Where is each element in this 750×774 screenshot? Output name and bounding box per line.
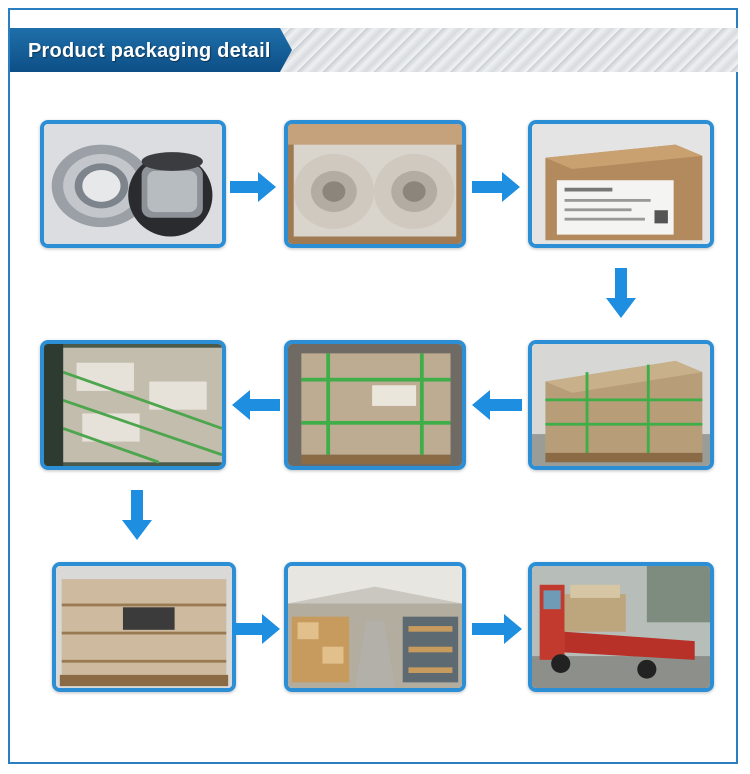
flow-arrow-right-icon bbox=[232, 614, 280, 644]
step-4-strapped-pallet-photo bbox=[40, 340, 226, 470]
step-1-bearing-photo bbox=[40, 120, 226, 248]
step-3-labeled-carton-photo bbox=[528, 120, 714, 248]
step-7-branded-crate-photo bbox=[52, 562, 236, 692]
flow-arrow-down-icon bbox=[606, 268, 636, 318]
flow-arrow-right-icon bbox=[230, 172, 276, 202]
page-frame bbox=[8, 8, 738, 764]
page-title: Product packaging detail bbox=[28, 40, 271, 62]
flow-arrow-left-icon bbox=[472, 390, 522, 420]
step-5-pallet-green-straps-photo bbox=[284, 340, 466, 470]
step-6-wrapped-pallet-photo bbox=[528, 340, 714, 470]
header-tab bbox=[10, 28, 292, 72]
step-9-loaded-truck-photo bbox=[528, 562, 714, 692]
step-8-warehouse-photo bbox=[284, 562, 466, 692]
flow-arrow-right-icon bbox=[472, 172, 520, 202]
flow-arrow-right-icon bbox=[472, 614, 522, 644]
step-2-wrapped-bearings-photo bbox=[284, 120, 466, 248]
flow-arrow-left-icon bbox=[232, 390, 280, 420]
flow-arrow-down-icon bbox=[122, 490, 152, 540]
